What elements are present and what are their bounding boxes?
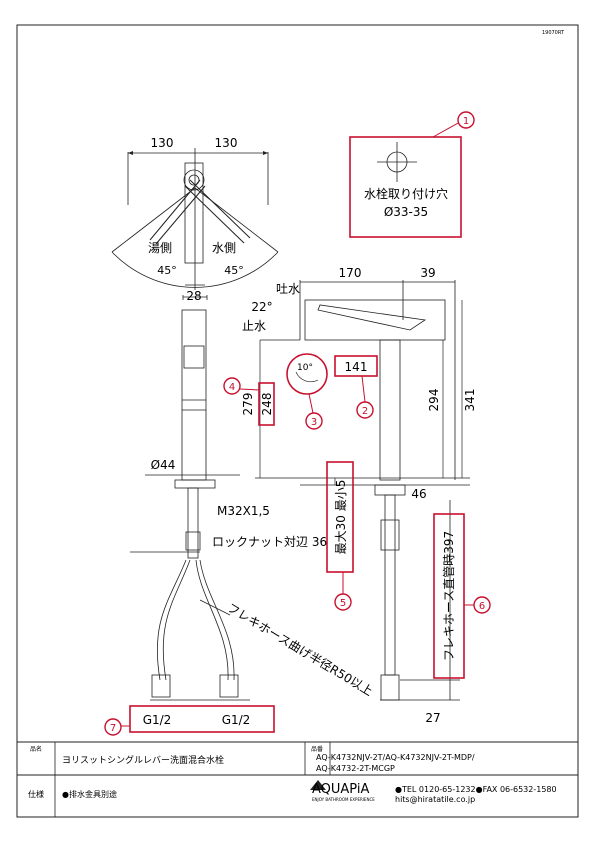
contact-line-1: ●TEL 0120-65-1232●FAX 06-6532-1580: [395, 785, 557, 794]
callout-3-leader: [308, 393, 314, 414]
mount-hole-title: 水栓取り付け穴: [364, 186, 448, 201]
callout-1-leader: [432, 121, 461, 138]
callout-6-marker: [473, 596, 491, 614]
footer-code-label: 品番: [311, 746, 323, 753]
cold-side-label: 水側: [212, 241, 236, 255]
footer-code-value-1: AQ-K4732NJV-2T/AQ-K4732NJV-2T-MDP/: [316, 753, 475, 762]
dim-141: 141: [345, 360, 368, 374]
dim-248: 248: [260, 393, 274, 416]
angle-22-label: 22°: [251, 300, 272, 314]
mount-hole-size: Ø33-35: [384, 205, 428, 219]
brand-name: AQUAPiA: [312, 782, 369, 797]
angle-left-label: 45°: [157, 264, 177, 277]
hot-side-label: 湯側: [148, 241, 172, 255]
top-view: [111, 148, 279, 290]
hose-bend-label: フレキホース曲げ半径R50以上: [225, 601, 375, 699]
callout-3-marker: [305, 412, 323, 430]
thread-label: M32X1,5: [217, 504, 270, 518]
callout-2-leader: [361, 375, 366, 403]
brand-logo-mark: [310, 780, 326, 790]
angle-10-arc: [295, 371, 319, 383]
footer-name-value: ヨリスットシングルレバー洗面混合水栓: [62, 754, 224, 766]
top-dim-left: 130: [151, 136, 174, 150]
footer-code-value-2: AQ-K4732-2T-MCGP: [316, 764, 395, 773]
stop-label: 止水: [242, 319, 266, 333]
callout-6-number: 6: [479, 601, 485, 612]
dim-39: 39: [420, 266, 435, 280]
callout-5-box: [326, 461, 354, 573]
dim-279: 279: [241, 393, 255, 416]
footer-name-label: 品名: [30, 745, 42, 753]
locknut-label: ロックナット対辺 36: [212, 535, 327, 549]
dim-294: 294: [427, 389, 441, 412]
callout-2-number: 2: [362, 406, 368, 417]
callout-3-number: 3: [311, 417, 317, 428]
callout-1-box: [349, 136, 462, 238]
dim-27: 27: [425, 711, 440, 725]
contact-line-2: hits@hiratatile.co.jp: [395, 795, 475, 804]
callout-7-box: [129, 705, 275, 733]
dim-170: 170: [339, 266, 362, 280]
front-elevation: [130, 295, 250, 701]
callout-4-leader: [239, 388, 260, 391]
brand-tagline: ENJOY BATHROOM EXPERIENCE: [312, 797, 375, 802]
footer-spec-label: 仕様: [28, 789, 44, 799]
conn-right-label: G1/2: [222, 713, 251, 727]
spout-label: 吐水: [276, 282, 300, 296]
callout-6-box: [433, 513, 465, 679]
side-view: [255, 280, 470, 701]
drawing-frame: [16, 24, 579, 818]
mount-hole-icon: [377, 142, 417, 182]
angle-right-label: 45°: [224, 264, 244, 277]
callout-1-marker: [457, 111, 475, 129]
callout-2-marker: [356, 401, 374, 419]
conn-left-label: G1/2: [143, 713, 172, 727]
callout-2-box: [334, 355, 378, 377]
callout-7-marker: [104, 718, 122, 736]
dim-341: 341: [463, 389, 477, 412]
callout-1-number: 1: [463, 116, 469, 127]
callout-4-marker: [223, 377, 241, 395]
callout-4-number: 4: [229, 382, 235, 393]
hose-bend-leader: [199, 599, 231, 616]
angle-10-label: 10°: [297, 363, 313, 373]
callout-5-marker: [334, 593, 352, 611]
dim-28: 28: [186, 289, 201, 303]
hose-straight-label: フレキホース直管時397: [441, 531, 456, 661]
drawing-id: 19070RT: [542, 30, 565, 36]
dia-44-label: Ø44: [151, 458, 176, 472]
callout-3-ring: [286, 353, 328, 395]
dimension-lines: [259, 300, 463, 485]
callout-7-number: 7: [110, 723, 116, 734]
dim-46: 46: [411, 487, 426, 501]
top-dim-right: 130: [215, 136, 238, 150]
footer-spec-value: ●排水金具別途: [62, 789, 117, 799]
callout-4-box: [258, 382, 275, 426]
counter-thickness-label: 最大30 最小5: [334, 480, 348, 555]
callout-5-number: 5: [340, 598, 346, 609]
